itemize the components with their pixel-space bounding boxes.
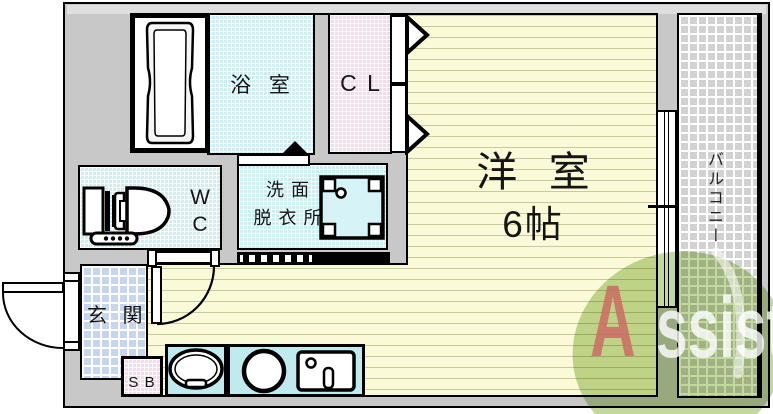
- main-room-size: 6帖: [502, 204, 564, 246]
- stove-burner-icon: [241, 348, 287, 394]
- balcony: バルコニー: [677, 13, 762, 398]
- hall-door-opening: [157, 250, 210, 265]
- kitchen-counter: [227, 344, 365, 397]
- wall-stub-line: [220, 263, 237, 265]
- shoe-box: S B: [121, 356, 163, 397]
- window-icon: [656, 110, 677, 308]
- door-frame-cap: [147, 249, 157, 267]
- closet-label: C L: [340, 70, 382, 96]
- entrance-label: 玄 関: [87, 305, 148, 327]
- main-room-name: 洋 室: [476, 149, 600, 195]
- washroom-label: 洗 面 脱 衣 所: [253, 180, 323, 228]
- folding-door-arrow-icon: [405, 113, 430, 155]
- washing-machine-icon: [319, 175, 385, 240]
- sliding-door-icon: [237, 252, 390, 265]
- wall-stub-line: [388, 263, 406, 265]
- door-frame-cap: [210, 249, 220, 267]
- wc-label: W C: [190, 186, 210, 236]
- shoe-box-label: S B: [128, 374, 156, 391]
- main-room-label: 洋 室 6帖: [408, 148, 658, 248]
- room-closet: C L: [328, 15, 392, 154]
- outer-wall-top-bevel: [67, 5, 766, 14]
- room-wc: W C: [78, 165, 222, 250]
- hall-door-swing-arc: [156, 266, 215, 326]
- toilet-icon: [82, 186, 171, 246]
- folding-door-arrow-icon: [405, 14, 430, 56]
- sliding-door-track: [240, 255, 312, 262]
- hall-door-icon: [151, 266, 162, 324]
- bathtub-icon: [130, 13, 210, 153]
- room-main: [408, 15, 658, 397]
- bathroom-door-arrow-icon: [282, 141, 308, 154]
- wall-line-top: [130, 13, 658, 15]
- window-sash-divider: [648, 205, 685, 208]
- balcony-label: バルコニー: [705, 151, 722, 246]
- entrance-door-swing-arc: [2, 292, 64, 349]
- bathroom-label: 浴 室: [230, 74, 296, 97]
- bathroom-door-icon: [237, 154, 310, 166]
- room-bathroom: 浴 室: [207, 15, 315, 155]
- laundry-pan-icon: [165, 344, 227, 397]
- entrance-door-icon: [2, 282, 64, 293]
- room-washroom: 洗 面 脱 衣 所: [237, 163, 388, 250]
- entrance-door-jamb: [63, 272, 80, 351]
